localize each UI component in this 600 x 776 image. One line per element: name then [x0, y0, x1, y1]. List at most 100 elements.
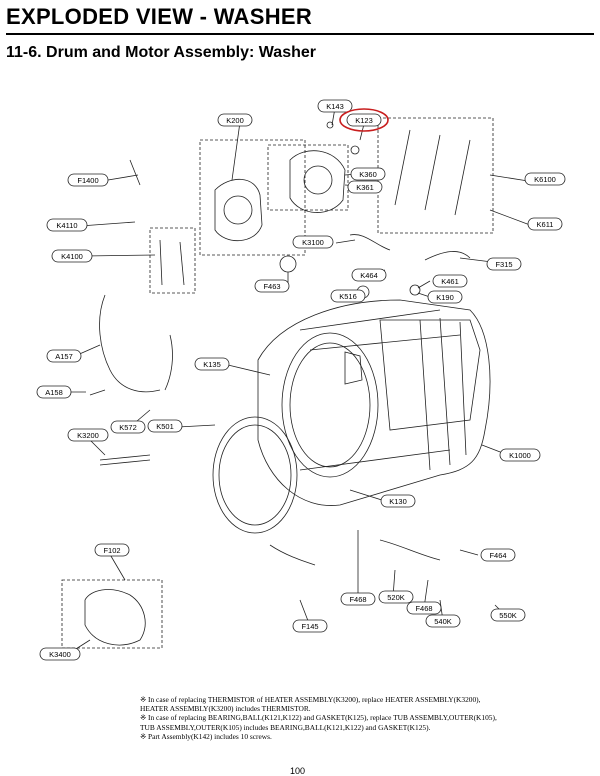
callout-bubble	[340, 592, 376, 606]
part-callout-k501: K501	[147, 419, 183, 433]
callout-bubble	[347, 180, 383, 194]
callout-bubble	[51, 249, 93, 263]
callout-bubble	[490, 608, 526, 622]
callout-label: 540K	[434, 617, 452, 626]
callout-bubble	[524, 172, 566, 186]
callout-bubble	[194, 357, 230, 371]
outer-tub-drawing	[257, 299, 491, 506]
part-callout-a158: A158	[36, 385, 72, 399]
footnotes: ※ In case of replacing THERMISTOR of HEA…	[140, 695, 592, 741]
callout-bubble	[499, 448, 541, 462]
callout-bubble	[94, 543, 130, 557]
part-callout-k361: K361	[347, 180, 383, 194]
part-callout-k123: K123	[339, 108, 389, 132]
part-callout-550k: 550K	[490, 608, 526, 622]
part-callout-k3400: K3400	[39, 647, 81, 661]
callout-bubble	[292, 619, 328, 633]
rotor-drawing	[214, 178, 263, 242]
drain-hose-drawing	[349, 234, 391, 251]
part-callout-k200: K200	[217, 113, 253, 127]
pump-drawing	[84, 589, 146, 646]
callout-label: F1400	[77, 176, 98, 185]
callout-bubble	[380, 494, 416, 508]
callout-label: K1000	[509, 451, 531, 460]
callout-bubble	[378, 590, 414, 604]
callout-label: K360	[359, 170, 377, 179]
part-callout-f468b: F468	[406, 601, 442, 615]
part-callout-k6100: K6100	[524, 172, 566, 186]
callout-bubble	[527, 217, 563, 231]
part-callout-f463: F463	[254, 279, 290, 293]
callout-label: F463	[263, 282, 280, 291]
part-callout-a157: A157	[46, 349, 82, 363]
damper-drawing	[394, 129, 471, 216]
part-callout-k130: K130	[380, 494, 416, 508]
callout-label: A157	[55, 352, 73, 361]
part-callout-k1000: K1000	[499, 448, 541, 462]
callout-label: K611	[537, 220, 554, 229]
part-callout-k143: K143	[317, 99, 353, 113]
callout-label: K123	[355, 116, 373, 125]
part-callout-k360: K360	[350, 167, 386, 181]
part-callout-k4100: K4100	[51, 249, 93, 263]
callout-label: K143	[326, 102, 344, 111]
callout-label: F468	[349, 595, 366, 604]
part-callout-f145: F145	[292, 619, 328, 633]
callout-bubble	[254, 279, 290, 293]
front-gasket-drawing	[212, 416, 298, 534]
callout-label: A158	[45, 388, 63, 397]
tub-front-ring	[281, 332, 379, 478]
callout-label: F315	[495, 260, 512, 269]
footnote-line: ※ In case of replacing BEARING,BALL(K121…	[140, 713, 497, 723]
callout-label: F145	[301, 622, 318, 631]
callout-bubble	[427, 290, 463, 304]
callout-label: 520K	[387, 593, 405, 602]
callout-label: K130	[389, 497, 407, 506]
part-callout-k3200: K3200	[67, 428, 109, 442]
highlight-circle	[339, 108, 389, 132]
callout-label: K464	[360, 271, 378, 280]
callout-bubble	[67, 173, 109, 187]
callout-bubble	[425, 614, 461, 628]
part-callout-k190: K190	[427, 290, 463, 304]
part-callout-540k: 540K	[425, 614, 461, 628]
spring-drawing	[159, 239, 185, 286]
callout-bubble	[46, 218, 88, 232]
page-number: 100	[290, 766, 306, 776]
callout-bubble	[486, 257, 522, 271]
callout-bubble	[346, 113, 382, 127]
page-title: EXPLODED VIEW - WASHER	[6, 4, 313, 29]
heater-drawing	[99, 454, 151, 466]
section-subtitle: 11-6. Drum and Motor Assembly: Washer	[6, 44, 316, 61]
part-callout-k611: K611	[527, 217, 563, 231]
part-callout-f315: F315	[486, 257, 522, 271]
callout-label: K3100	[302, 238, 324, 247]
part-callout-520k: 520K	[378, 590, 414, 604]
callout-bubble	[480, 548, 516, 562]
callout-label: K200	[226, 116, 244, 125]
part-callout-f102: F102	[94, 543, 130, 557]
callout-label: K4100	[61, 252, 83, 261]
stator-drawing	[289, 150, 346, 213]
callout-bubble	[317, 99, 353, 113]
part-callout-k464: K464	[351, 268, 387, 282]
footnote-line: ※ Part Assembly(K142) includes 10 screws…	[140, 731, 272, 741]
callout-label: F468	[415, 604, 432, 613]
callout-bubble	[147, 419, 183, 433]
callout-label: K516	[339, 292, 357, 301]
callout-bubble	[46, 349, 82, 363]
part-callout-k516: K516	[330, 289, 366, 303]
footnote-line: TUB ASSEMBLY,OUTER(K105) includes BEARIN…	[140, 722, 431, 732]
title-rule	[6, 33, 594, 35]
part-callout-k572: K572	[110, 420, 146, 434]
callout-label: K501	[156, 422, 174, 431]
part-callout-f1400: F1400	[67, 173, 109, 187]
callout-bubble	[217, 113, 253, 127]
callout-label: F464	[489, 551, 506, 560]
callout-bubble	[406, 601, 442, 615]
callout-label: K3200	[77, 431, 99, 440]
callout-label: K3400	[49, 650, 71, 659]
callout-bubble	[39, 647, 81, 661]
callout-bubble	[36, 385, 72, 399]
